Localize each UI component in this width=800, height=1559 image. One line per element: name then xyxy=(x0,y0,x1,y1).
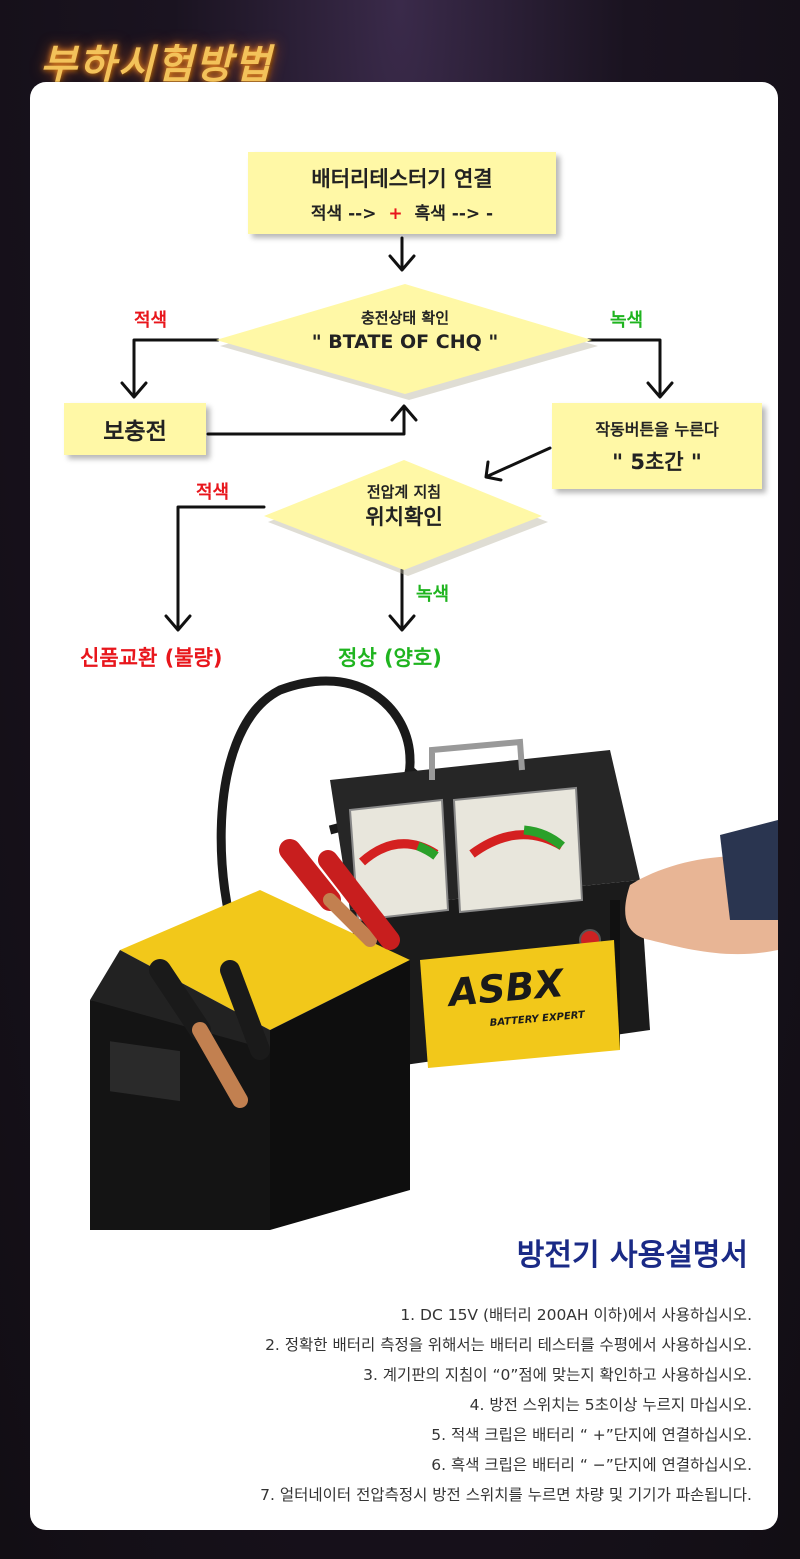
result-good: 정상 (양호) xyxy=(338,646,442,670)
flowchart-arrows xyxy=(120,236,674,632)
manual-item: 1. DC 15V (배터리 200AH 이하)에서 사용하십시오. xyxy=(400,1306,752,1324)
battery xyxy=(90,890,410,1230)
battery-tester-illustration: ASBX BATTERY EXPERT xyxy=(90,676,778,1230)
press-box-line1: 작동버튼을 누른다 xyxy=(595,420,719,439)
connect-box-line2: 적색 --> + 흑색 --> - xyxy=(311,199,493,224)
manual-item: 6. 흑색 크립은 배터리 “ −”단지에 연결하십시오. xyxy=(431,1456,752,1474)
connect-tester-box: 배터리테스터기 연결 적색 --> + 흑색 --> - xyxy=(248,152,556,234)
label-green-down: 녹색 xyxy=(416,584,450,605)
charge-check-diamond xyxy=(216,284,598,400)
press-button-box: 작동버튼을 누른다 " 5초간 " xyxy=(552,403,762,489)
device-brand: ASBX xyxy=(444,961,567,1015)
arrow-check-to-recharge xyxy=(132,338,220,397)
hand xyxy=(625,820,778,955)
voltage-check-line1: 전압계 지침 xyxy=(366,483,442,501)
recharge-text: 보충전 xyxy=(103,419,167,445)
manual-item: 7. 얼터네이터 전압측정시 방전 스위치를 누르면 차량 및 기기가 파손됩니… xyxy=(260,1486,752,1504)
arrow-check-to-press xyxy=(586,338,662,397)
voltage-check-line2: 위치확인 xyxy=(365,505,443,529)
recharge-box: 보충전 xyxy=(64,403,206,455)
arrow-voltage-to-bad xyxy=(176,505,266,630)
connect-box-line1: 배터리테스터기 연결 xyxy=(311,166,493,191)
voltage-check-text: 전압계 지침 위치확인 xyxy=(324,482,484,532)
arrow-press-to-voltage xyxy=(486,446,552,478)
page-header-title: 부하시험방법 xyxy=(40,41,273,88)
result-bad: 신품교환 (불량) xyxy=(80,646,223,670)
tester-device: ASBX BATTERY EXPERT xyxy=(330,738,650,1070)
product-photo: ASBX BATTERY EXPERT xyxy=(30,670,778,1230)
arrow-recharge-to-check xyxy=(206,406,406,436)
charge-check-text: 충전상태 확인 " BTATE OF CHQ " xyxy=(270,308,540,356)
connect-black-text: 흑색 --> - xyxy=(414,203,494,224)
black-clamp xyxy=(149,959,270,1108)
label-red-left: 적색 xyxy=(134,310,168,331)
label-green-right: 녹색 xyxy=(610,310,644,331)
voltage-check-diamond xyxy=(264,460,548,576)
plus-sign: + xyxy=(388,203,403,224)
manual-item: 4. 방전 스위치는 5초이상 누르지 마십시오. xyxy=(469,1396,752,1414)
manual-list: 1. DC 15V (배터리 200AH 이하)에서 사용하십시오. 2. 정확… xyxy=(260,1300,752,1510)
manual-item: 3. 계기판의 지침이 “0”점에 맞는지 확인하고 사용하십시오. xyxy=(363,1366,752,1384)
label-red-left-2: 적색 xyxy=(196,482,230,503)
red-clamp xyxy=(279,839,400,950)
charge-check-line2: " BTATE OF CHQ " xyxy=(311,331,499,353)
press-box-line2: " 5초간 " xyxy=(612,450,702,474)
manual-item: 2. 정확한 배터리 측정을 위해서는 배터리 테스터를 수평에서 사용하십시오… xyxy=(265,1336,752,1354)
charge-check-line1: 충전상태 확인 xyxy=(360,309,450,327)
manual-title: 방전기 사용설명서 xyxy=(516,1238,748,1273)
connect-red-text: 적색 --> xyxy=(310,203,377,224)
manual-item: 5. 적색 크립은 배터리 “ +”단지에 연결하십시오. xyxy=(431,1426,752,1444)
